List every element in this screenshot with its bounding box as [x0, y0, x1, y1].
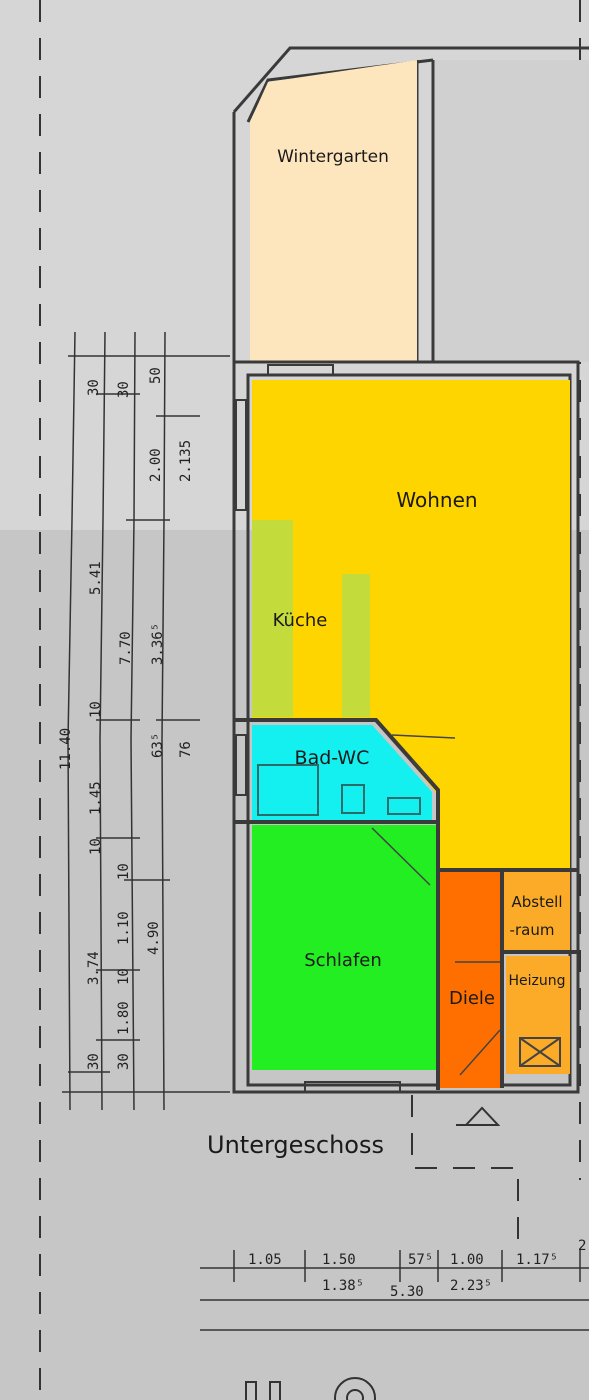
kueche-counter-right [342, 574, 370, 717]
dim-c3-3: 4.90 [146, 921, 162, 955]
dim-b2-1: 5.30 [390, 1284, 424, 1300]
label-heizung: Heizung [508, 973, 565, 989]
dim-c1-1: 3.74 [86, 951, 102, 985]
dim-b1-0: 1.05 [248, 1252, 282, 1268]
dim-c2-1: 1.45 [88, 781, 104, 815]
dim-c3-0: 30 [116, 381, 132, 398]
dim-b1-3: 1.00 [450, 1252, 484, 1268]
label-schlafen: Schlafen [304, 950, 382, 971]
bad-fixtures [257, 764, 421, 816]
dim-c2-6: 1.80 [116, 1001, 132, 1035]
abstellraum-room [504, 872, 570, 950]
dim-c3-1: 7.70 [118, 631, 134, 665]
label-wohnen: Wohnen [396, 488, 477, 512]
kueche-counter-left [252, 520, 293, 717]
dim-b2-0: 1.38⁵ [322, 1278, 364, 1294]
dim-c4-2: 3.36⁵ [150, 623, 166, 665]
label-bad: Bad-WC [295, 747, 370, 769]
bottom-dimension-lines [200, 1250, 589, 1331]
bad-room [252, 725, 432, 820]
dim-c2-2: 10 [88, 701, 104, 718]
dim-b1-4: 1.17⁵ [516, 1252, 558, 1268]
dim-b1-2: 57⁵ [408, 1252, 433, 1268]
left-dimensions: 11.40 30 3.74 30 5.41 1.45 10 10 1.10 10… [58, 367, 194, 1070]
dim-c4-3: 63⁵ [150, 733, 166, 758]
dim-c2-5: 10 [116, 863, 132, 880]
left-dimension-lines [62, 331, 230, 1111]
label-wintergarten: Wintergarten [277, 147, 389, 167]
dim-c4-1: 2.00 [148, 448, 164, 482]
floor-title: Untergeschoss [207, 1131, 384, 1159]
door-swings [371, 734, 501, 1076]
dim-c1-0: 30 [86, 379, 102, 396]
schlafen-room [252, 825, 436, 1070]
dim-c3-2: 10 [116, 968, 132, 985]
windows [235, 364, 401, 1093]
dim-c1-2: 30 [86, 1053, 102, 1070]
dim-c5-0: 2.135 [178, 440, 194, 482]
wintergarten-room [250, 60, 417, 362]
bottom-dimensions: 1.05 1.50 57⁵ 1.00 1.17⁵ 2 1.38⁵ 5.30 2.… [248, 1238, 586, 1300]
label-kueche: Küche [273, 610, 328, 631]
dim-c2-3: 10 [88, 838, 104, 855]
dim-b2-2: 2.23⁵ [450, 1278, 492, 1294]
diele-room [440, 872, 502, 1088]
label-abstellraum-2: -raum [510, 921, 555, 939]
dim-b1-1: 1.50 [322, 1252, 356, 1268]
dim-c2-7: 30 [116, 1053, 132, 1070]
heizung-boiler [519, 1037, 561, 1067]
label-diele: Diele [449, 988, 495, 1009]
wohnen-room [252, 380, 570, 870]
wintergarten-right-panel [435, 60, 589, 362]
dim-c2-4: 1.10 [116, 911, 132, 945]
dim-c4-4: 76 [178, 741, 194, 758]
dim-b1-5: 2 [578, 1238, 586, 1254]
dim-c4-0: 50 [148, 367, 164, 384]
dim-total: 11.40 [58, 728, 74, 770]
dim-c2-0: 5.41 [88, 561, 104, 595]
label-abstellraum-1: Abstell [511, 893, 562, 911]
bottom-symbols [245, 1377, 376, 1400]
interior-walls [234, 718, 578, 1090]
